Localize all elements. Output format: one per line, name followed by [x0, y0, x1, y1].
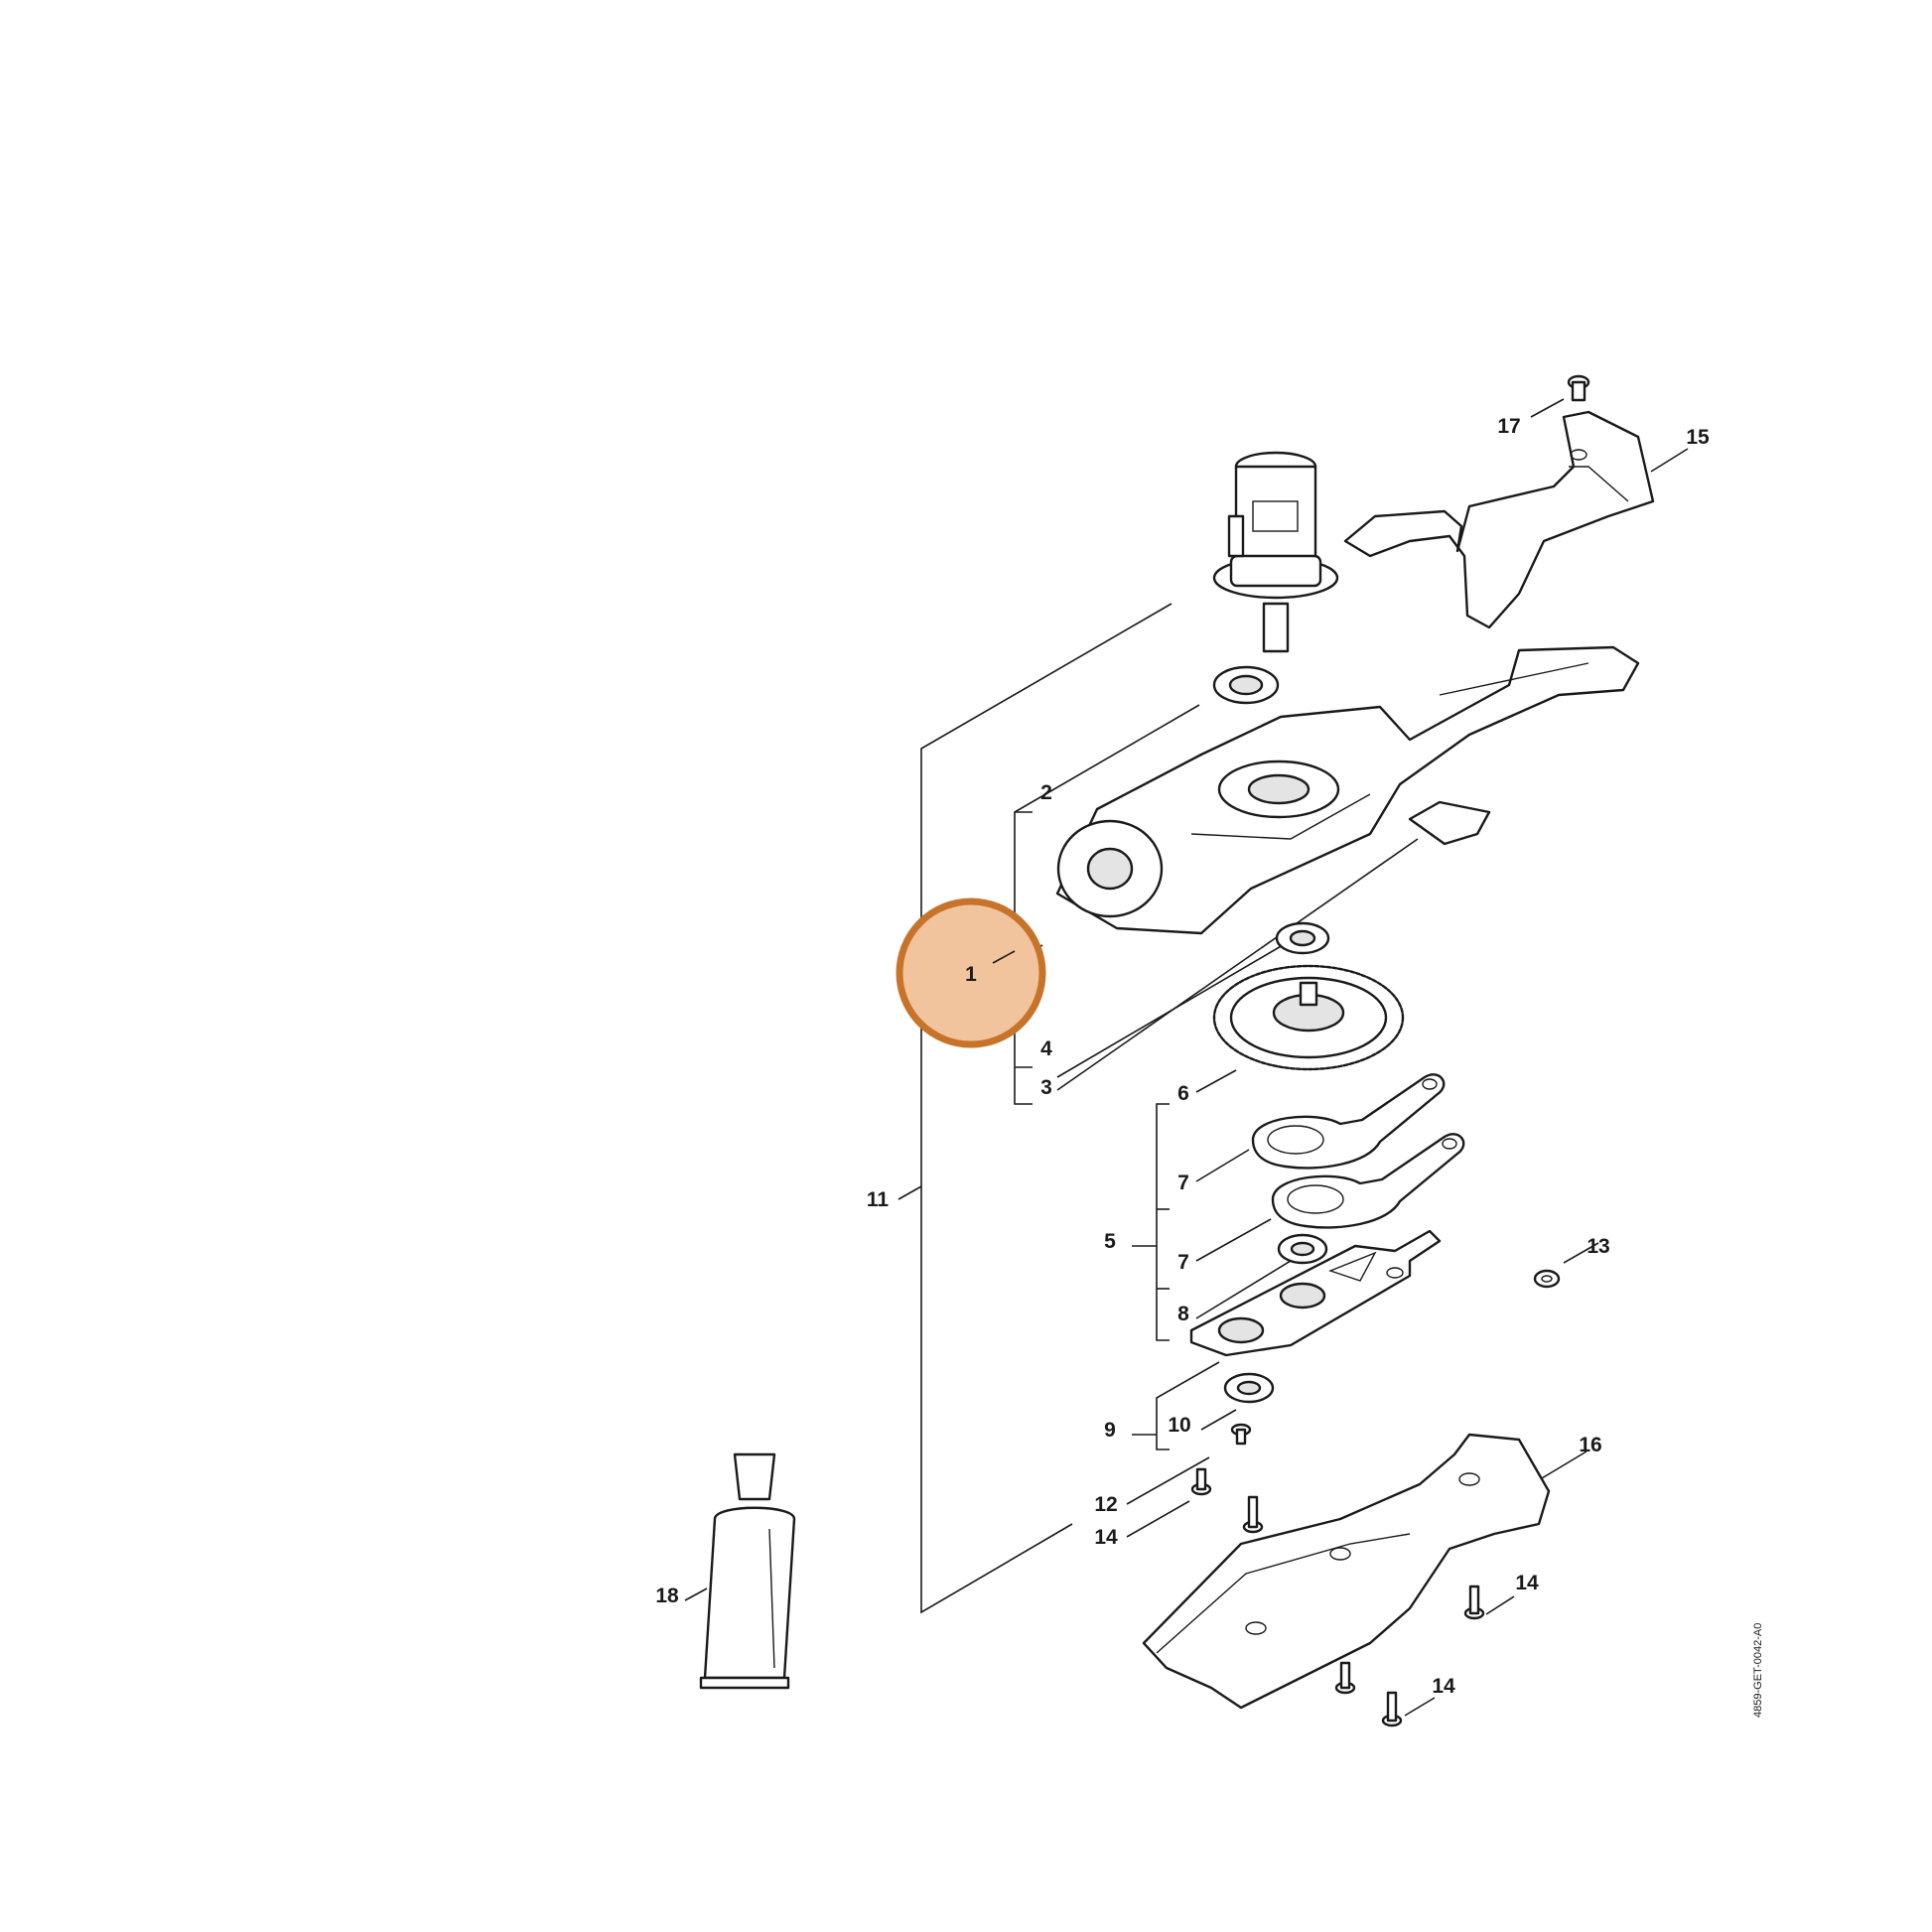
part-number-13[interactable]: 13: [1587, 1235, 1609, 1258]
part-number-14b[interactable]: 14: [1515, 1572, 1539, 1594]
part-bearing-top: [1212, 665, 1280, 705]
part-screw-14a: [1190, 1467, 1212, 1496]
leader-lines: [684, 398, 1689, 1717]
part-screw-12: [1230, 1423, 1252, 1446]
part-number-14c[interactable]: 14: [1432, 1675, 1455, 1698]
part-number-9[interactable]: 9: [1104, 1419, 1116, 1442]
part-gear-housing: [1055, 645, 1640, 935]
part-number-4[interactable]: 4: [1040, 1037, 1052, 1060]
part-connecting-rod-2: [1271, 1133, 1465, 1229]
part-screw-14b: [1242, 1495, 1264, 1534]
part-connecting-rod-1: [1251, 1073, 1446, 1170]
part-number-5[interactable]: 5: [1104, 1230, 1116, 1253]
part-screw-17: [1567, 374, 1590, 402]
part-gasket: [1408, 800, 1491, 846]
part-number-18[interactable]: 18: [655, 1585, 679, 1607]
part-handle-15: [1343, 410, 1655, 629]
part-bearing-8: [1277, 1233, 1328, 1265]
part-screw-14c: [1463, 1585, 1485, 1620]
part-grease-tube-18: [699, 1452, 796, 1690]
part-number-8[interactable]: 8: [1177, 1303, 1189, 1325]
part-screw-14e: [1334, 1661, 1356, 1695]
part-number-7b[interactable]: 7: [1177, 1251, 1189, 1274]
drawing-code: 4859-GET-0042-A0: [1752, 1623, 1764, 1718]
part-number-14a[interactable]: 14: [1094, 1526, 1118, 1549]
part-number-17[interactable]: 17: [1497, 415, 1520, 438]
part-number-15[interactable]: 15: [1686, 426, 1710, 449]
part-washer-13: [1533, 1269, 1561, 1289]
part-gear-wheel: [1212, 964, 1405, 1071]
part-number-3[interactable]: 3: [1040, 1076, 1052, 1099]
part-screw-14d: [1381, 1691, 1403, 1727]
part-guide-plate: [1189, 1229, 1442, 1357]
part-number-1[interactable]: 1: [965, 963, 977, 986]
part-number-7a[interactable]: 7: [1177, 1172, 1189, 1194]
part-number-16[interactable]: 16: [1579, 1434, 1601, 1456]
part-motor: [1212, 451, 1339, 653]
part-number-6[interactable]: 6: [1177, 1082, 1189, 1105]
part-labels: 1 2 3 4 5 6 7 7 8 9 10 11 12 13 14 14 14…: [655, 415, 1710, 1698]
part-bearing-10: [1223, 1372, 1275, 1404]
part-number-2[interactable]: 2: [1040, 781, 1052, 804]
part-bearing-4: [1275, 921, 1330, 955]
part-number-10[interactable]: 10: [1168, 1414, 1190, 1437]
part-number-12[interactable]: 12: [1094, 1493, 1117, 1516]
part-number-11[interactable]: 11: [867, 1188, 890, 1211]
highlight-circle: [896, 897, 1046, 1048]
part-cover-16: [1142, 1433, 1551, 1710]
